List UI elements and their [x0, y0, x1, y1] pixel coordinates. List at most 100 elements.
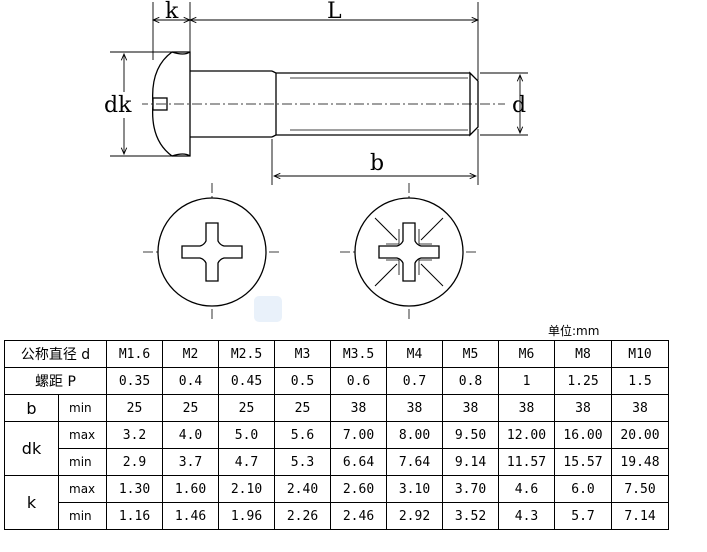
table-cell: 2.60 — [330, 475, 387, 503]
table-cell: M10 — [611, 340, 669, 368]
dk-min-label: min — [58, 448, 107, 476]
table-cell: M2 — [162, 340, 219, 368]
watermark-logo — [254, 296, 282, 322]
table-cell: 25 — [106, 394, 163, 422]
dim-b: b — [370, 151, 384, 176]
table-cell: 5.7 — [554, 502, 612, 530]
k-max-label: max — [58, 475, 107, 503]
dim-d: d — [512, 93, 526, 118]
table-cell: 11.57 — [498, 448, 555, 476]
table-cell: 0.45 — [218, 367, 275, 395]
table-cell: 3.52 — [442, 502, 499, 530]
table-cell: 1.25 — [554, 367, 612, 395]
table-cell: 3.70 — [442, 475, 499, 503]
table-cell: 6.0 — [554, 475, 612, 503]
table-cell: 0.7 — [386, 367, 443, 395]
table-cell: 8.00 — [386, 421, 443, 449]
table-cell: 25 — [218, 394, 275, 422]
phillips-head-view — [143, 183, 281, 321]
table-cell: 7.50 — [611, 475, 669, 503]
table-cell: 20.00 — [611, 421, 669, 449]
table-cell: 5.3 — [274, 448, 331, 476]
table-cell: 5.0 — [218, 421, 275, 449]
table-cell: 19.48 — [611, 448, 669, 476]
table-cell: 0.6 — [330, 367, 387, 395]
k-label: k — [4, 475, 59, 530]
table-cell: 2.40 — [274, 475, 331, 503]
table-cell: 3.7 — [162, 448, 219, 476]
table-cell: 7.64 — [386, 448, 443, 476]
table-cell: 0.8 — [442, 367, 499, 395]
table-cell: 1.30 — [106, 475, 163, 503]
table-cell: 1.16 — [106, 502, 163, 530]
table-cell: M3.5 — [330, 340, 387, 368]
screw-side-view — [120, 51, 505, 157]
table-cell: M2.5 — [218, 340, 275, 368]
k-min-label: min — [58, 502, 107, 530]
table-cell: 25 — [162, 394, 219, 422]
table-cell: 9.50 — [442, 421, 499, 449]
table-cell: 1.60 — [162, 475, 219, 503]
table-cell: 12.00 — [498, 421, 555, 449]
shank-transition — [271, 70, 277, 138]
dimension-lines — [110, 2, 528, 185]
dim-dk: dk — [104, 93, 132, 118]
table-cell: 6.64 — [330, 448, 387, 476]
table-cell: 1.5 — [611, 367, 669, 395]
table-cell: 1 — [498, 367, 555, 395]
dim-k: k — [165, 0, 179, 24]
table-cell: 3.10 — [386, 475, 443, 503]
dk-max-label: max — [58, 421, 107, 449]
pitch-label: 螺距 P — [4, 367, 107, 395]
table-cell: 2.92 — [386, 502, 443, 530]
b-label: b — [4, 394, 59, 422]
table-cell: 5.6 — [274, 421, 331, 449]
table-cell: 38 — [330, 394, 387, 422]
table-cell: 0.35 — [106, 367, 163, 395]
screw-tip — [469, 71, 479, 137]
table-cell: 2.46 — [330, 502, 387, 530]
table-cell: 4.7 — [218, 448, 275, 476]
table-cell: 4.3 — [498, 502, 555, 530]
unit-label: 单位:mm — [548, 324, 600, 338]
table-cell: M4 — [386, 340, 443, 368]
table-cell: 15.57 — [554, 448, 612, 476]
table-cell: 38 — [498, 394, 555, 422]
table-cell: 3.2 — [106, 421, 163, 449]
dim-L: L — [327, 0, 342, 24]
table-cell: 38 — [386, 394, 443, 422]
table-cell: 4.6 — [498, 475, 555, 503]
table-cell: 2.26 — [274, 502, 331, 530]
table-cell: 1.46 — [162, 502, 219, 530]
table-cell: M6 — [498, 340, 555, 368]
table-cell: M1.6 — [106, 340, 163, 368]
table-cell: 25 — [274, 394, 331, 422]
table-cell: M3 — [274, 340, 331, 368]
table-cell: 2.10 — [218, 475, 275, 503]
table-cell: 0.4 — [162, 367, 219, 395]
nominal-diameter-label: 公称直径 d — [4, 340, 107, 368]
table-cell: 4.0 — [162, 421, 219, 449]
table-cell: 38 — [554, 394, 612, 422]
table-cell: 0.5 — [274, 367, 331, 395]
table-cell: 7.14 — [611, 502, 669, 530]
screw-drawing: k L dk d b — [104, 0, 528, 321]
table-cell: 38 — [442, 394, 499, 422]
table-cell: M5 — [442, 340, 499, 368]
table-cell: 1.96 — [218, 502, 275, 530]
table-cell: M8 — [554, 340, 612, 368]
dk-label: dk — [4, 421, 59, 476]
phillips-cross — [181, 222, 243, 282]
table-cell: 9.14 — [442, 448, 499, 476]
table-cell: 7.00 — [330, 421, 387, 449]
table-cell: 38 — [611, 394, 669, 422]
b-min-label: min — [58, 394, 107, 422]
